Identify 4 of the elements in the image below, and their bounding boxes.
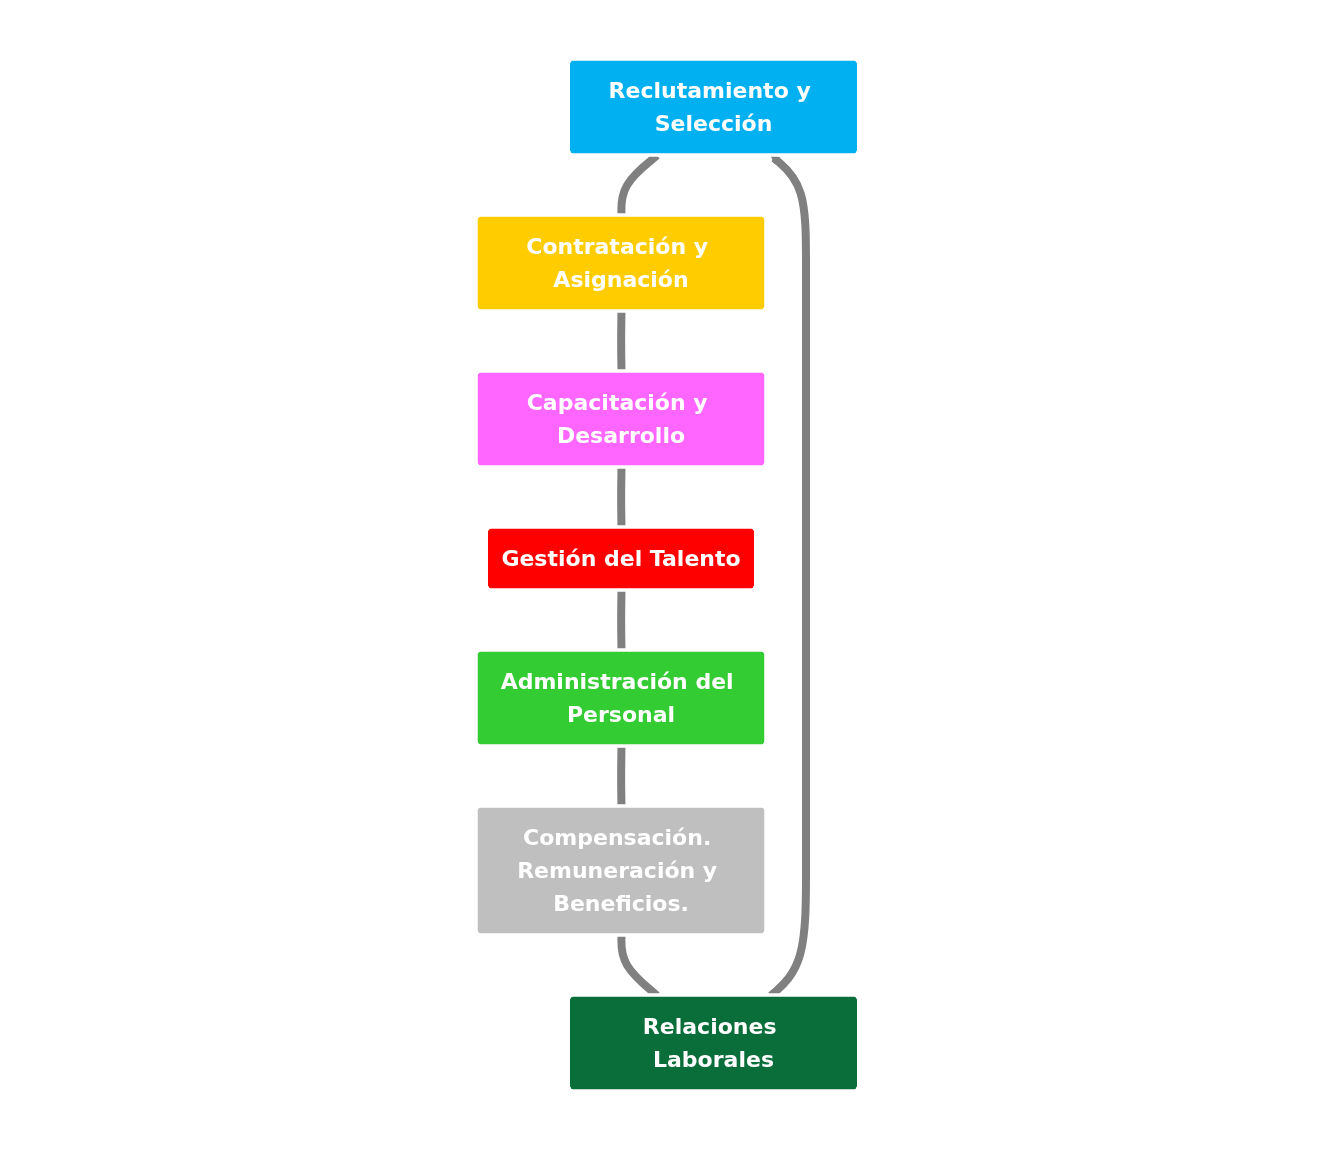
connector [616,310,626,372]
connector [616,745,626,807]
connector [616,466,626,528]
connector [616,589,626,651]
